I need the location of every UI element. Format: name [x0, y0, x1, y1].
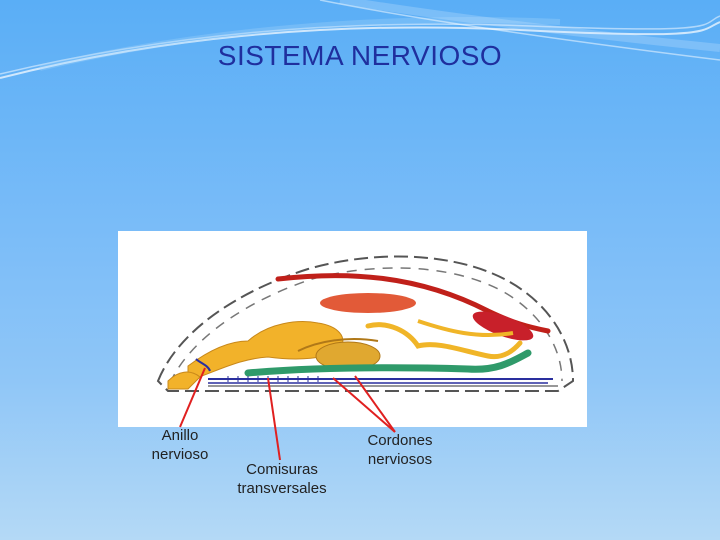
slide-title: SISTEMA NERVIOSO: [217, 40, 503, 71]
header-swoosh-decoration: [0, 0, 720, 79]
anatomy-illustration: [118, 231, 587, 427]
label-comisuras-transversales: Comisuras transversales: [237, 461, 327, 497]
green-cord: [244, 349, 532, 377]
digestive-yellow: [187, 321, 344, 382]
label-cordones-nerviosos: Cordones nerviosos: [367, 432, 433, 468]
label-anillo-nervioso: Anillo nervioso: [151, 427, 209, 463]
nerve-ring: [195, 358, 211, 372]
body-outline: [156, 255, 575, 392]
gland-red: [320, 293, 416, 313]
